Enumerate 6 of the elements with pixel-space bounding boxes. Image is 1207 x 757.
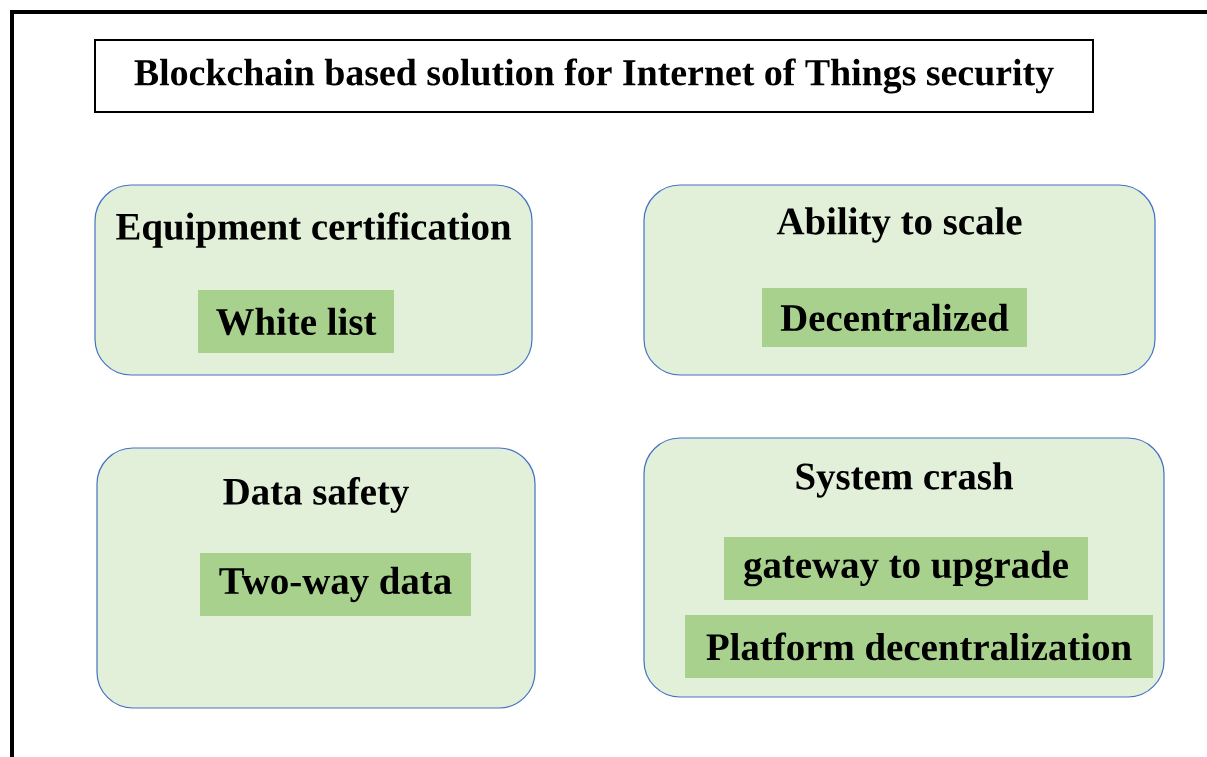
- label-box: Decentralized: [762, 288, 1027, 347]
- label-box: Two-way data: [200, 553, 471, 616]
- label-box: gateway to upgrade: [724, 537, 1088, 600]
- title-box: Blockchain based solution for Internet of Things security: [94, 39, 1094, 113]
- label-box: White list: [198, 290, 394, 353]
- label-box: Platform decentralization: [685, 615, 1153, 678]
